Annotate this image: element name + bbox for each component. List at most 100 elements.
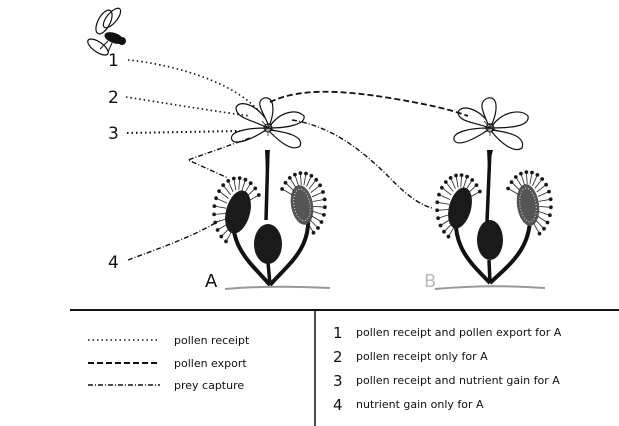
legend-label-pollen-receipt: pollen receipt <box>174 334 250 347</box>
plant-b: B <box>424 97 553 292</box>
tentacle <box>312 210 325 216</box>
tentacle-gland <box>316 226 320 230</box>
tentacle <box>526 172 528 185</box>
tentacle <box>460 175 462 188</box>
legend-item-number: 1 <box>333 324 343 342</box>
tentacle <box>533 223 540 234</box>
tentacle <box>537 191 550 197</box>
tentacle <box>450 177 456 189</box>
tentacle <box>214 205 227 209</box>
tentacle <box>538 198 551 202</box>
tentacle <box>221 227 230 237</box>
plant-a: A <box>205 97 331 292</box>
tentacle-gland <box>542 226 546 231</box>
tentacle-gland <box>547 189 551 194</box>
tentacle-gland <box>448 175 453 180</box>
tentacle <box>310 184 321 194</box>
plant-a-ground <box>224 285 331 290</box>
tentacle-gland <box>549 205 553 210</box>
tentacle-gland <box>454 173 458 178</box>
tentacle-gland <box>298 171 303 176</box>
plant-b-ground <box>434 285 546 290</box>
tentacle-gland <box>212 212 217 217</box>
plant-b-leaf-right <box>516 184 540 226</box>
tentacle-gland <box>524 170 529 175</box>
tentacle <box>448 226 455 237</box>
tentacle <box>537 215 548 223</box>
tentacle <box>311 215 322 223</box>
tentacle <box>529 172 533 185</box>
tentacle <box>538 206 551 208</box>
tentacle <box>227 180 234 193</box>
tentacle <box>214 213 227 215</box>
tentacle-gland <box>243 177 248 182</box>
tentacle <box>312 199 325 202</box>
tentacle <box>233 178 237 191</box>
connector-2 <box>125 96 251 117</box>
tentacle-gland <box>435 208 440 213</box>
tentacle-gland <box>319 220 324 224</box>
plant-a-leaf-left <box>225 190 251 234</box>
legend-item-text: nutrient gain only for A <box>356 398 484 411</box>
tentacle-gland <box>437 192 441 197</box>
tentacle <box>538 211 551 216</box>
legend-lines: pollen receipt pollen export prey captur… <box>88 334 250 392</box>
tentacle-gland <box>248 181 253 186</box>
tentacle <box>215 197 228 204</box>
tentacle <box>248 194 259 202</box>
tentacle <box>222 184 231 195</box>
tentacle-gland <box>321 190 325 194</box>
tentacle-gland <box>443 180 448 184</box>
tentacle <box>300 173 302 186</box>
tentacle <box>285 182 295 192</box>
tentacle <box>281 188 293 196</box>
tentacle <box>445 181 454 192</box>
tentacle <box>306 175 312 187</box>
tentacle-gland <box>321 212 326 217</box>
plant-b-leaf-left <box>448 187 472 229</box>
tentacle <box>534 178 543 189</box>
tentacle <box>309 219 319 229</box>
connector-export <box>269 90 469 117</box>
tentacle <box>535 219 545 229</box>
tentacle <box>515 176 523 188</box>
plant-b-leaf-center <box>477 220 503 260</box>
tentacle-gland <box>221 183 226 188</box>
tentacle-gland <box>509 180 514 185</box>
tentacle-gland <box>314 177 319 182</box>
tentacle <box>437 201 450 205</box>
plant-a-flower <box>230 97 305 149</box>
plant-a-label: A <box>205 271 218 292</box>
tentacle-gland <box>318 183 323 188</box>
tentacle <box>246 188 256 197</box>
tentacle-gland <box>442 229 446 234</box>
tentacle-gland <box>219 234 224 239</box>
tentacle <box>218 190 229 199</box>
tentacle-gland <box>436 216 441 221</box>
tentacle <box>307 222 314 233</box>
tentacle <box>463 176 468 189</box>
tentacle <box>437 214 450 219</box>
tentacle <box>294 174 299 187</box>
tentacle-gland <box>540 177 545 181</box>
tentacle-gland <box>477 189 482 194</box>
tentacle-gland <box>287 175 292 180</box>
tentacle <box>225 230 233 242</box>
tentacle-gland <box>439 185 444 190</box>
tentacle <box>467 184 477 194</box>
tentacle-gland <box>311 230 316 235</box>
tentacle-gland <box>224 239 228 244</box>
tentacle <box>455 175 459 188</box>
plant-b-label: B <box>424 271 436 292</box>
tentacle <box>241 179 246 192</box>
tentacle-gland <box>256 193 261 197</box>
connector-1 <box>127 59 259 111</box>
tentacle-gland <box>231 176 236 181</box>
pointer-3: 3 <box>108 124 119 144</box>
tentacle <box>303 173 307 186</box>
connector-prey-v <box>186 137 251 179</box>
tentacle <box>443 222 453 232</box>
tentacle-gland <box>292 172 297 177</box>
legend-item-number: 4 <box>333 396 343 414</box>
